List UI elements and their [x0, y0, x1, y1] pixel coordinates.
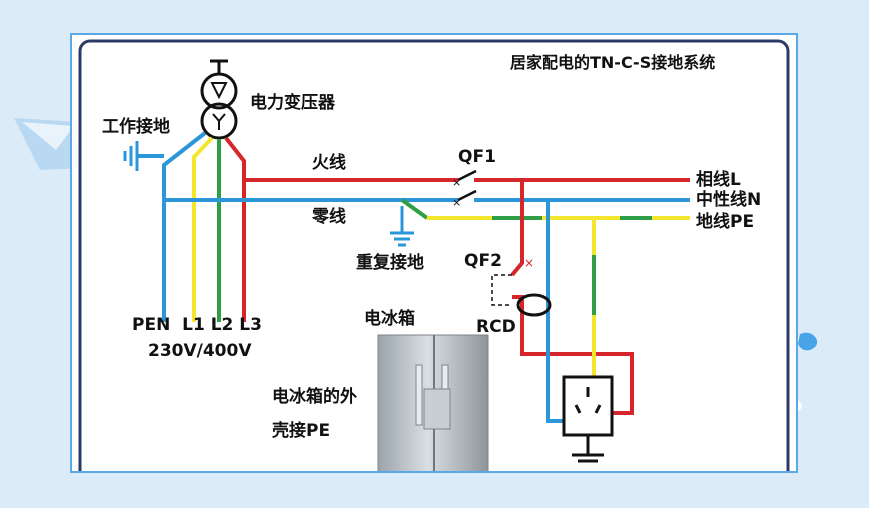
pen-to-pe-split [400, 198, 429, 220]
paper-plane-highlight [22, 122, 74, 150]
wiring-diagram: × × × [78, 39, 790, 471]
cloud-blob-shape [798, 332, 818, 351]
live-wire-label: 火线 [312, 153, 346, 173]
switch-icon: × × [452, 169, 477, 209]
refrigerator-icon [377, 334, 489, 471]
neutral-wire-label: 零线 [312, 207, 346, 227]
fridge-label: 电冰箱 [364, 309, 415, 329]
svg-text:×: × [524, 256, 534, 270]
diagram-frame: × × × [70, 33, 798, 473]
terminal-labels: PEN L1 L2 L3 [132, 315, 262, 335]
branch-live [510, 180, 524, 277]
transformer-label: 电力变压器 [250, 93, 335, 113]
l1-conductor [192, 136, 214, 322]
ground-pe-label: 地线PE [696, 212, 755, 232]
fridge-shell-label-2: 壳接PE [272, 421, 331, 441]
branch-live-to-socket [512, 295, 634, 415]
rcd-icon [516, 293, 552, 317]
svg-text:×: × [452, 196, 461, 209]
neutral-n-label: 中性线N [696, 190, 762, 210]
qf2-label: QF2 [464, 251, 502, 271]
phase-l-label: 相线L [696, 170, 741, 190]
qf1-label: QF1 [458, 147, 496, 167]
ground-symbol-icon [123, 141, 139, 171]
pen-conductor [162, 131, 207, 322]
branch-neutral-to-socket [546, 200, 564, 423]
ground-symbol-icon [390, 231, 414, 247]
diagram-title: 居家配电的TN-C-S接地系统 [510, 53, 716, 72]
rcd-label: RCD [476, 317, 516, 337]
repeat-ground-label: 重复接地 [356, 253, 424, 273]
working-ground-label: 工作接地 [102, 117, 170, 137]
qf2-mechanical-link [491, 274, 512, 306]
transformer-icon [200, 59, 238, 140]
inner-border [78, 39, 790, 471]
socket-icon [562, 375, 614, 463]
svg-text:×: × [452, 176, 461, 189]
voltage-label: 230V/400V [148, 341, 252, 361]
l3-conductor [224, 136, 246, 322]
fridge-shell-label-1: 电冰箱的外 [272, 387, 357, 407]
